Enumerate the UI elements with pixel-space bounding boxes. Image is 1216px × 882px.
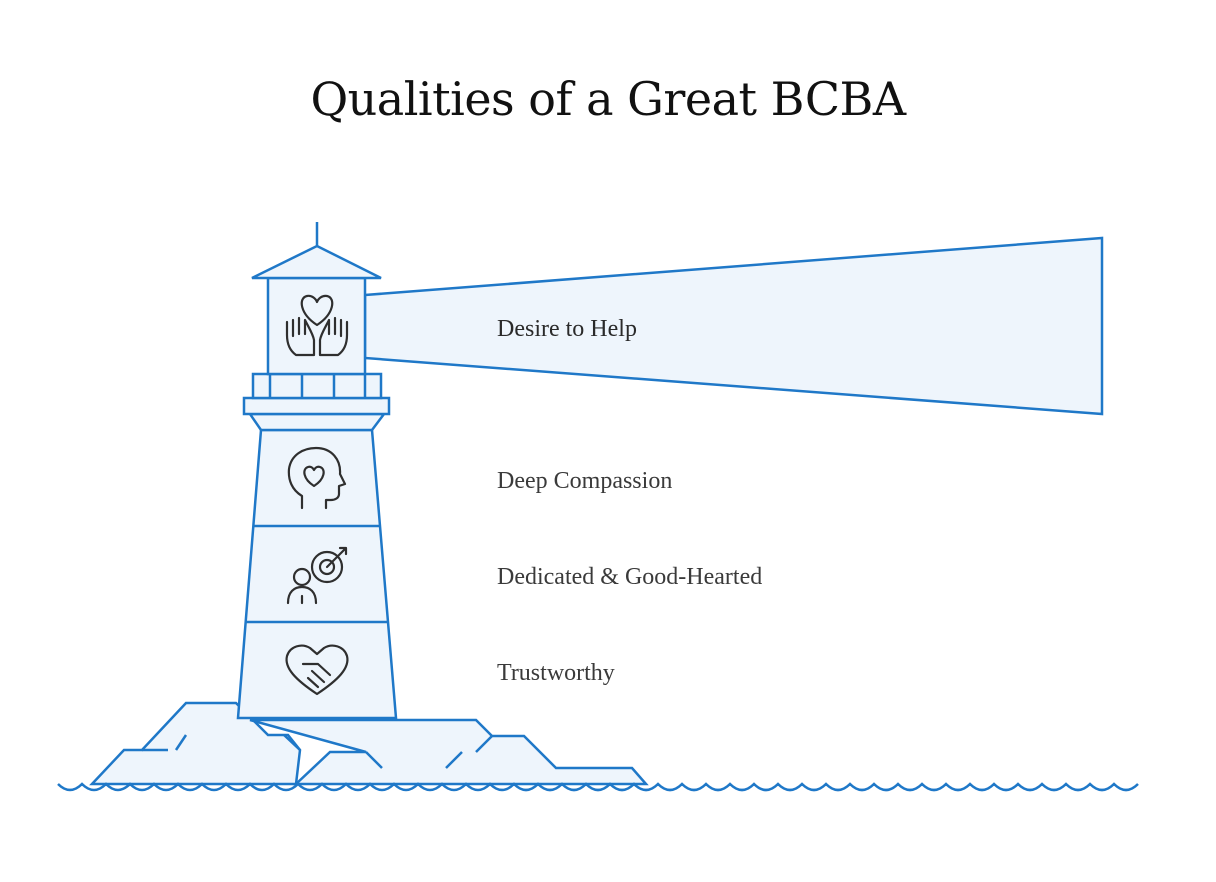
handshake-heart-icon: [285, 644, 349, 696]
light-beam: [363, 236, 1104, 416]
person-target-icon: [286, 546, 348, 605]
heart-hands-icon: [285, 294, 349, 357]
quality-label-trustworthy: Trustworthy: [497, 660, 615, 686]
quality-label-dedicated: Dedicated & Good-Hearted: [497, 564, 763, 590]
quality-label-deep-compassion: Deep Compassion: [497, 468, 673, 494]
rocks: [89, 701, 649, 786]
quality-label-desire-to-help: Desire to Help: [497, 316, 637, 342]
head-heart-icon: [287, 446, 347, 510]
waves: [57, 782, 1139, 792]
page-title: Qualities of a Great BCBA: [310, 72, 906, 126]
lighthouse-tower: [236, 222, 398, 720]
